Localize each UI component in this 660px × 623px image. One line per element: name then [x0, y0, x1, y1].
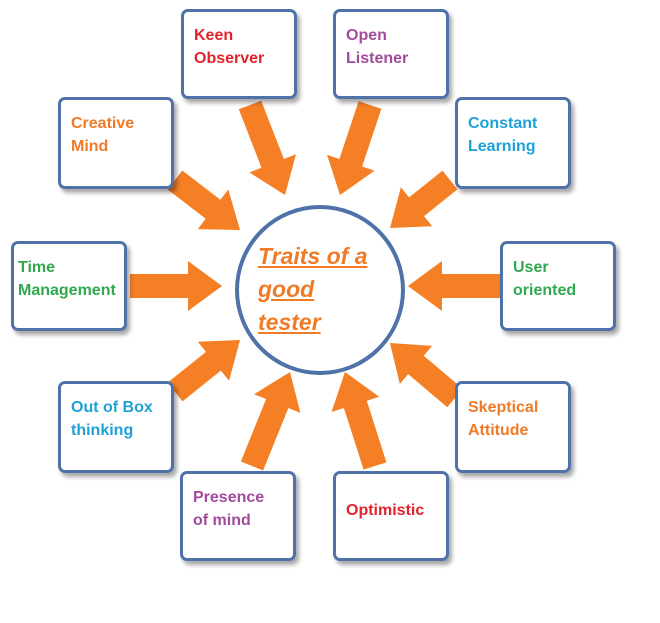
trait-box-out-of-box-thinking: Out of Box thinking — [58, 381, 174, 473]
center-circle — [235, 205, 405, 375]
arrow-keen-observer — [238, 100, 296, 195]
trait-label-keen-observer: Keen Observer — [194, 27, 265, 67]
trait-label-out-of-box-thinking: Out of Box thinking — [71, 399, 153, 439]
arrow-constant-learning — [390, 170, 458, 228]
trait-label-presence-of-mind: Presence of mind — [193, 489, 265, 529]
trait-label-constant-learning: Constant Learning — [468, 115, 538, 155]
trait-box-skeptical-attitude: Skeptical Attitude — [455, 381, 571, 473]
arrow-presence-of-mind — [240, 372, 301, 471]
arrow-creative-mind — [167, 170, 240, 230]
trait-label-optimistic: Optimistic — [346, 501, 425, 519]
arrow-time-management — [130, 261, 222, 311]
arrow-open-listener — [327, 101, 382, 195]
trait-label-creative-mind: Creative Mind — [71, 115, 135, 155]
arrow-group — [130, 100, 500, 471]
center-title: Traits of a good tester — [258, 243, 368, 335]
trait-box-optimistic: Optimistic — [333, 471, 449, 561]
trait-box-presence-of-mind: Presence of mind — [180, 471, 296, 561]
trait-label-user-oriented: User oriented — [513, 259, 577, 299]
trait-label-open-listener: Open Listener — [346, 27, 409, 67]
trait-box-user-oriented: User oriented — [500, 241, 616, 331]
trait-label-skeptical-attitude: Skeptical Attitude — [468, 399, 539, 439]
trait-box-creative-mind: Creative Mind — [58, 97, 174, 189]
arrow-out-of-box-thinking — [167, 340, 240, 402]
trait-label-time-management: Time Management — [18, 259, 116, 299]
arrow-user-oriented — [408, 261, 500, 311]
arrow-skeptical-attitude — [390, 343, 463, 408]
arrow-optimistic — [331, 372, 387, 470]
trait-box-constant-learning: Constant Learning — [455, 97, 571, 189]
trait-box-open-listener: Open Listener — [333, 9, 449, 99]
trait-box-keen-observer: Keen Observer — [181, 9, 297, 99]
trait-box-time-management: Time Management — [11, 241, 127, 331]
